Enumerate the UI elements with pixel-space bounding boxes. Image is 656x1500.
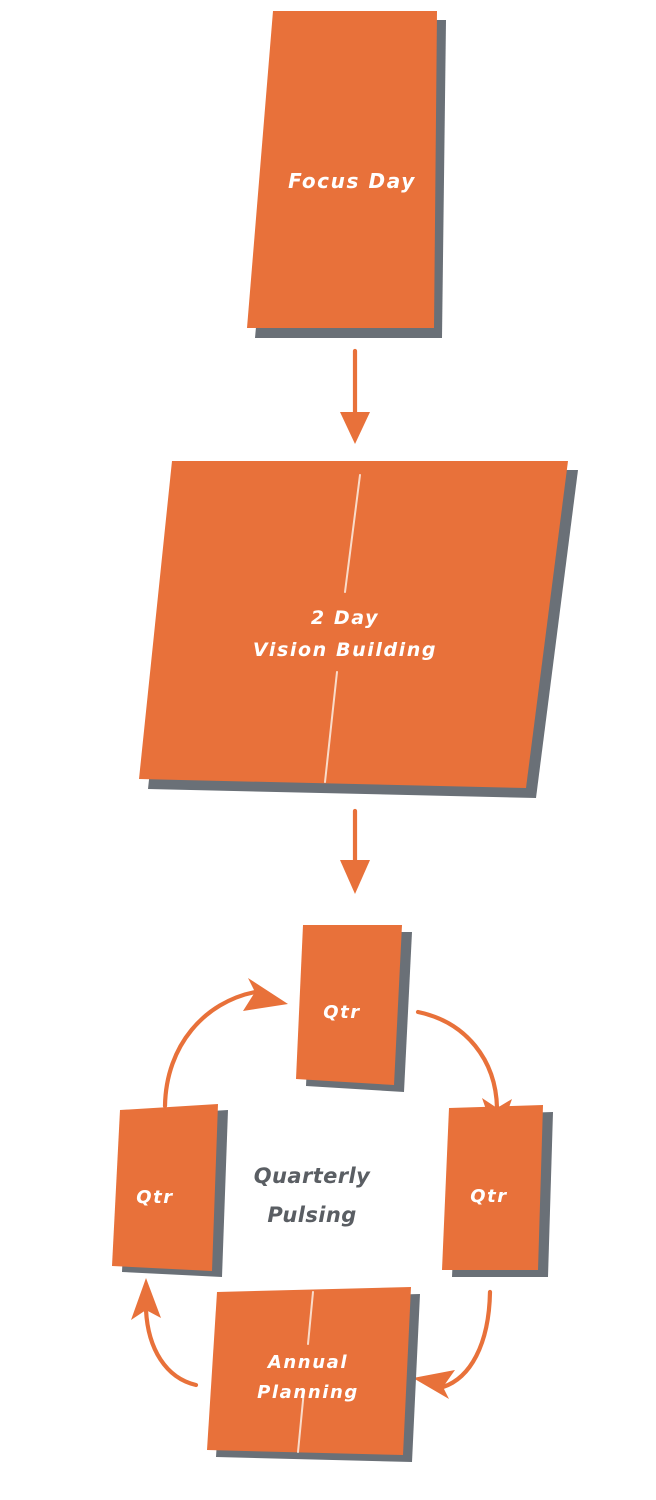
cycle-arrowhead-left-to-top: [243, 978, 288, 1011]
cycle-center-label-line2: Pulsing: [267, 1203, 356, 1227]
stage-vision-building[interactable]: 2 Day Vision Building: [139, 461, 578, 798]
cycle-connector-bottom-to-left: [131, 1278, 199, 1388]
vision-building-label-line1: 2 Day: [311, 607, 379, 629]
qtr-left-box[interactable]: [112, 1104, 218, 1271]
cycle-arc-right-to-bottom: [440, 1289, 493, 1390]
cycle-connector-left-to-top: [162, 978, 288, 1109]
cycle-arc-bottom-to-left: [143, 1307, 199, 1388]
connector-vision-to-cycle: [340, 808, 370, 894]
focus-day-label: Focus Day: [288, 169, 416, 193]
qtr-top-box[interactable]: [296, 925, 402, 1085]
cycle-node-qtr-right[interactable]: Qtr: [442, 1105, 553, 1277]
cycle-connector-right-to-bottom: [413, 1289, 493, 1399]
connector-vision-to-cycle-arrowhead: [340, 860, 370, 894]
focus-day-box[interactable]: [247, 11, 437, 328]
qtr-right-label: Qtr: [470, 1186, 508, 1207]
cycle-node-annual-planning[interactable]: Annual Planning: [207, 1287, 420, 1462]
stage-focus-day[interactable]: Focus Day: [247, 11, 446, 338]
qtr-top-label: Qtr: [323, 1002, 361, 1023]
annual-planning-label-line2: Planning: [257, 1382, 359, 1403]
cycle-node-qtr-left[interactable]: Qtr: [112, 1104, 228, 1277]
qtr-right-box[interactable]: [442, 1105, 543, 1270]
quarterly-pulsing-cycle: Quarterly Pulsing Qtr Qtr Qtr: [112, 925, 553, 1462]
annual-planning-divider-top: [307, 1291, 314, 1345]
connector-focus-to-vision: [340, 348, 370, 444]
annual-planning-label-line1: Annual: [266, 1352, 348, 1373]
annual-planning-box[interactable]: [207, 1287, 411, 1455]
cycle-node-qtr-top[interactable]: Qtr: [296, 925, 412, 1092]
annual-planning-divider-bottom: [297, 1389, 305, 1453]
vision-building-divider-top: [344, 474, 361, 593]
cycle-center-label-line1: Quarterly: [254, 1164, 371, 1188]
cycle-arc-top-to-right: [415, 1009, 500, 1111]
connector-focus-to-vision-arrowhead: [340, 412, 370, 444]
cycle-arc-left-to-top: [162, 989, 258, 1109]
cycle-arrowhead-bottom-to-left: [131, 1278, 161, 1320]
vision-building-box[interactable]: [139, 461, 568, 788]
qtr-left-label: Qtr: [136, 1187, 174, 1208]
cycle-arrowhead-right-to-bottom: [413, 1370, 455, 1399]
vision-building-label-line2: Vision Building: [253, 639, 437, 661]
vision-building-divider-bottom: [324, 671, 338, 783]
